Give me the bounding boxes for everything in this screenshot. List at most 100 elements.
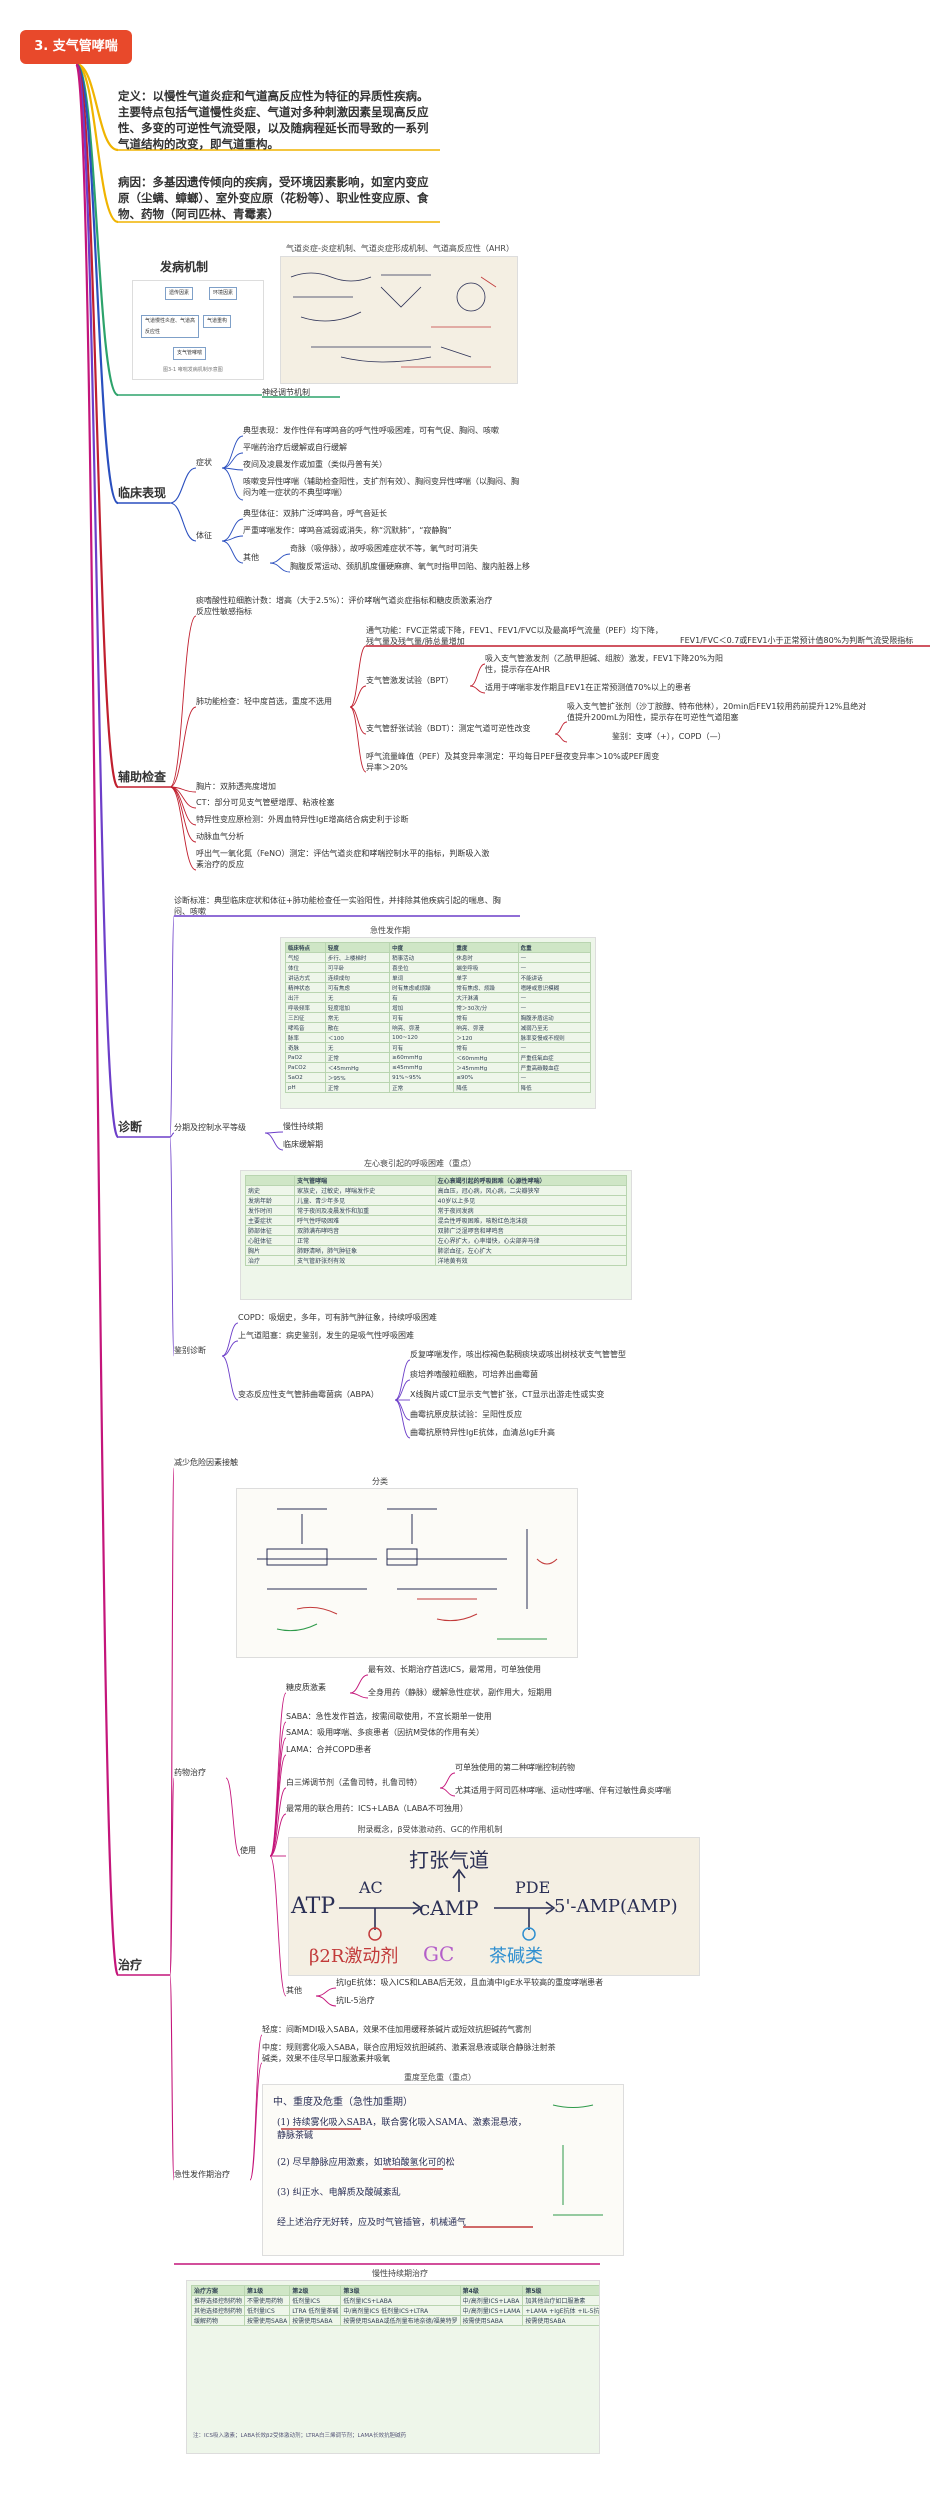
pft-label[interactable]: 肺功能检查：轻中度首选，重度不选用 [196,697,332,706]
pft-ventilation-note[interactable]: FEV1/FVC＜0.7或FEV1小于正常预计值80%为判断气流受限指标 [680,636,914,645]
root-node-title[interactable]: 3. 支气管哮喘 [20,30,132,64]
acute-treat-label[interactable]: 急性发作期治疗 [174,2170,230,2179]
acute-treat-moderate[interactable]: 中度：规则雾化吸入SABA，联合应用短效抗胆碱药、激素混悬液或联合静脉注射茶碱类… [262,2043,556,2063]
sign-other-item-2[interactable]: 胸腹反常运动、颈肌肌度僵硬麻痹、氧气时指甲凹陷、腹内脏器上移 [290,562,530,571]
diff-item-1[interactable]: COPD：吸烟史，多年，可有肺气肿征象，持续呼吸困难 [238,1313,437,1322]
other-label[interactable]: 其他 [286,1986,302,1995]
bdt-line-0 [554,721,568,735]
acute-table-cell: 91%~95% [389,1072,455,1083]
acute-treat-mild[interactable]: 轻度：间断MDI吸入SABA，效果不佳加用缓释茶碱片或短效抗胆碱药气雾剂 [262,2025,532,2034]
aux-other-4[interactable]: 动脉血气分析 [196,832,244,841]
abpa-item-5[interactable]: 曲霉抗原特异性IgE抗体，血清总IgE升高 [410,1428,555,1437]
drug-lama[interactable]: LAMA：合并COPD患者 [286,1745,372,1754]
acute-table-cell: ＜60mmHg [453,1052,519,1063]
diff-item-2[interactable]: 上气道阻塞：病史鉴别，发生的是吸气性呼吸困难 [238,1331,414,1340]
aux-other-3[interactable]: 特异性变应原检测：外周血特异性IgE增高结合病史利于诊断 [196,815,409,824]
mech-theophylline: 茶碱类 [489,1946,543,1967]
diagnosis-title[interactable]: 诊断 [118,1120,143,1134]
definition-node[interactable]: 定义：以慢性气道炎症和气道高反应性为特征的异质性疾病。主要特点包括气道慢性炎症、… [118,89,429,151]
acute-table-cell: ＜100 [324,1032,391,1043]
symptoms-label[interactable]: 症状 [196,458,212,467]
abpa-item-2[interactable]: 痰培养嗜酸粒细胞，可培养出曲霉菌 [410,1370,538,1379]
pathogenesis-title[interactable]: 发病机制 [160,260,209,274]
aux-line-6 [169,786,197,871]
heart-table-cell: 正常 [294,1235,436,1246]
signs-other-label[interactable]: 其他 [243,553,259,562]
symptom-item-1[interactable]: 典型表现：发作性伴有哮鸣音的呼气性呼吸困难，可有气促、胸闷、咳嗽 [243,426,499,435]
clinical-title[interactable]: 临床表现 [118,486,167,500]
symptom-item-2[interactable]: 平喘药治疗后缓解或自行缓解 [243,443,347,452]
pft-pef[interactable]: 呼气流量峰值（PEF）及其变异率测定：平均每日PEF昼夜变异率＞10%或PEF周… [366,752,660,772]
acute-table-cell: 时有焦虑或烦躁 [389,982,455,993]
bdt-item-2[interactable]: 鉴别：支哮（+），COPD（—） [612,732,726,741]
diff-label[interactable]: 鉴别诊断 [174,1346,206,1355]
drug-combo[interactable]: 最常用的联合用药：ICS+LABA（LABA不可独用） [286,1804,468,1813]
chronic-table-cell: 低剂量ICS [244,2305,291,2316]
aux-other-5[interactable]: 呼出气一氧化氮（FeNO）测定：评估气道炎症和哮喘控制水平的指标，判断吸入激素治… [196,849,490,869]
acute-table-cell: 有 [389,992,455,1003]
grading-item-1[interactable]: 慢性持续期 [283,1122,323,1131]
steroid-item-1[interactable]: 最有效、长期治疗首选ICS，最常用，可单独使用 [368,1665,542,1674]
heart-table-cell: 混合性呼吸困难，咳粉红色泡沫痰 [434,1215,628,1226]
acute-table-cell: ≤45mmHg [389,1062,455,1073]
symptom-item-4[interactable]: 咳嗽变异性哮喘（辅助检查阳性，支扩剂有效）、胸闷变异性哮喘（以胸闷、胸闷为唯一症… [243,477,519,497]
aux-title[interactable]: 辅助检查 [118,770,167,784]
treatment-title[interactable]: 治疗 [118,1958,143,1972]
drug-ltra[interactable]: 白三烯调节剂（孟鲁司特，扎鲁司特） [286,1778,422,1787]
acute-table-cell: 端坐呼吸 [453,962,519,973]
treatment-avoid[interactable]: 减少危险因素接触 [174,1458,238,1467]
bdt-item-1[interactable]: 吸入支气管扩张剂（沙丁胺醇、特布他林），20min后FEV1较用药前提升12%且… [567,702,867,722]
chronic-table-cell: 第5级 [522,2285,599,2296]
chronic-table-cell: 缓解药物 [190,2315,246,2326]
acute-table-cell: — [517,1002,592,1013]
other-item-1[interactable]: 抗IgE抗体：吸入ICS和LABA后无效，且血清中IgE水平较高的重度哮喘患者 [336,1978,604,1987]
heart-table-cell: 双肺满布哮鸣音 [294,1225,436,1236]
grading-label[interactable]: 分期及控制水平等级 [174,1123,246,1132]
acute-table-cell: 轻度 [324,942,391,953]
steroid-item-2[interactable]: 全身用药（静脉）缓解急性症状，副作用大，短期用 [368,1688,552,1697]
diagnosis-standard[interactable]: 诊断标准：典型临床症状和体征+肺功能检查任一实验阳性，并排除其他疾病引起的喘息、… [174,896,501,916]
pft-bdt[interactable]: 支气管舒张试验（BDT）：测定气道可逆性改变 [366,724,531,733]
ltra-item-2[interactable]: 尤其适用于阿司匹林哮喘、运动性哮喘、伴有过敏性鼻炎哮喘 [455,1786,671,1795]
heart-table-row: 病史家族史，过敏史，哮喘发作史高血压，冠心病，风心病，二尖瓣狭窄 [244,1185,628,1196]
symptom-line-2 [221,467,244,471]
acute-table-cell: 大汗淋漓 [453,992,519,1003]
ltra-item-1[interactable]: 可单独使用的第二种哮喘控制药物 [455,1763,575,1772]
signs-label[interactable]: 体征 [196,531,212,540]
other-item-2[interactable]: 抗IL-5治疗 [336,1996,375,2005]
diff-line-2 [221,1355,239,1401]
pathogenesis-handwritten-image [280,256,518,384]
aux-eos[interactable]: 痰嗜酸性粒细胞计数：增高（大于2.5%）：评价哮喘气道炎症指标和糖皮质激素治疗反… [196,596,493,616]
sign-item-2[interactable]: 严重哮喘发作：哮鸣音减弱或消失，称“沉默肺”，“寂静胸” [243,526,452,535]
aux-other-2[interactable]: CT：部分可见支气管壁增厚、粘液栓塞 [196,798,335,807]
grading-item-2[interactable]: 临床缓解期 [283,1140,323,1149]
abpa-item-3[interactable]: X线胸片或CT显示支气管扩张，CT显示出游走性或实变 [410,1390,605,1399]
abpa-label[interactable]: 变态反应性支气管肺曲霉菌病（ABPA） [238,1390,379,1399]
bpt-item-1[interactable]: 吸入支气管激发剂（乙酰甲胆碱、组胺）激发，FEV1下降20%为阳性，提示存在AH… [485,654,723,674]
acute-table-cell: 重度 [453,942,519,953]
other-line-0 [315,1987,337,1997]
bpt-item-2[interactable]: 适用于哮喘非发作期且FEV1在正常预测值70%以上的患者 [485,683,691,692]
abpa-item-4[interactable]: 曲霉抗原皮肤试验：呈阳性反应 [410,1410,522,1419]
abpa-item-1[interactable]: 反复哮喘发作，咳出棕褐色黏稠痰块或咳出树枝状支气管管型 [410,1350,626,1359]
diagnosis-trunk [74,62,120,1139]
drug-saba[interactable]: SABA：急性发作首选，按需间歇使用，不宜长期单一使用 [286,1712,492,1721]
drug-label[interactable]: 药物治疗 [174,1768,206,1777]
pft-ventilation[interactable]: 通气功能：FVC正常或下降，FEV1、FEV1/FVC以及最高呼气流量（PEF）… [366,626,663,646]
drug-steroid[interactable]: 糖皮质激素 [286,1683,326,1692]
etiology-node[interactable]: 病因：多基因遗传倾向的疾病，受环境因素影响，如室内变应原（尘螨、蟑螂）、室外变应… [118,175,429,221]
aux-other-1[interactable]: 胸片：双肺透亮度增加 [196,782,276,791]
acute-table-row: 精神状态可有焦虑时有焦虑或烦躁常有焦虑、烦躁嗜睡或意识模糊 [285,982,592,993]
sign-other-item-1[interactable]: 奇脉（吸停脉），故呼吸困难症状不等，氧气时可消失 [290,544,478,553]
symptom-item-3[interactable]: 夜间及凌晨发作或加重（类似丹普有关） [243,460,387,469]
usage-label[interactable]: 使用 [240,1846,256,1855]
drug-sama[interactable]: SAMA：吸用哮喘、多痰患者（因抗M受体的作用有关） [286,1728,484,1737]
acute-table-image: 临床特点轻度中度重度危重气短步行、上楼梯时稍事活动休息时—体位可平卧喜坐位端坐呼… [280,937,596,1109]
neuro-node[interactable]: 神经调节机制 [262,388,310,397]
steroid-line-1 [349,1692,369,1699]
acute-table-cell: ≥60mmHg [389,1052,455,1063]
acute-table-cell: 无 [324,1042,391,1053]
chronic-table-cell: 中/高剂量ICS 低剂量ICS+LTRA [340,2305,461,2316]
pft-bpt[interactable]: 支气管激发试验（BPT） [366,676,454,685]
sign-item-1[interactable]: 典型体征：双肺广泛哮鸣音，呼气音延长 [243,509,387,518]
